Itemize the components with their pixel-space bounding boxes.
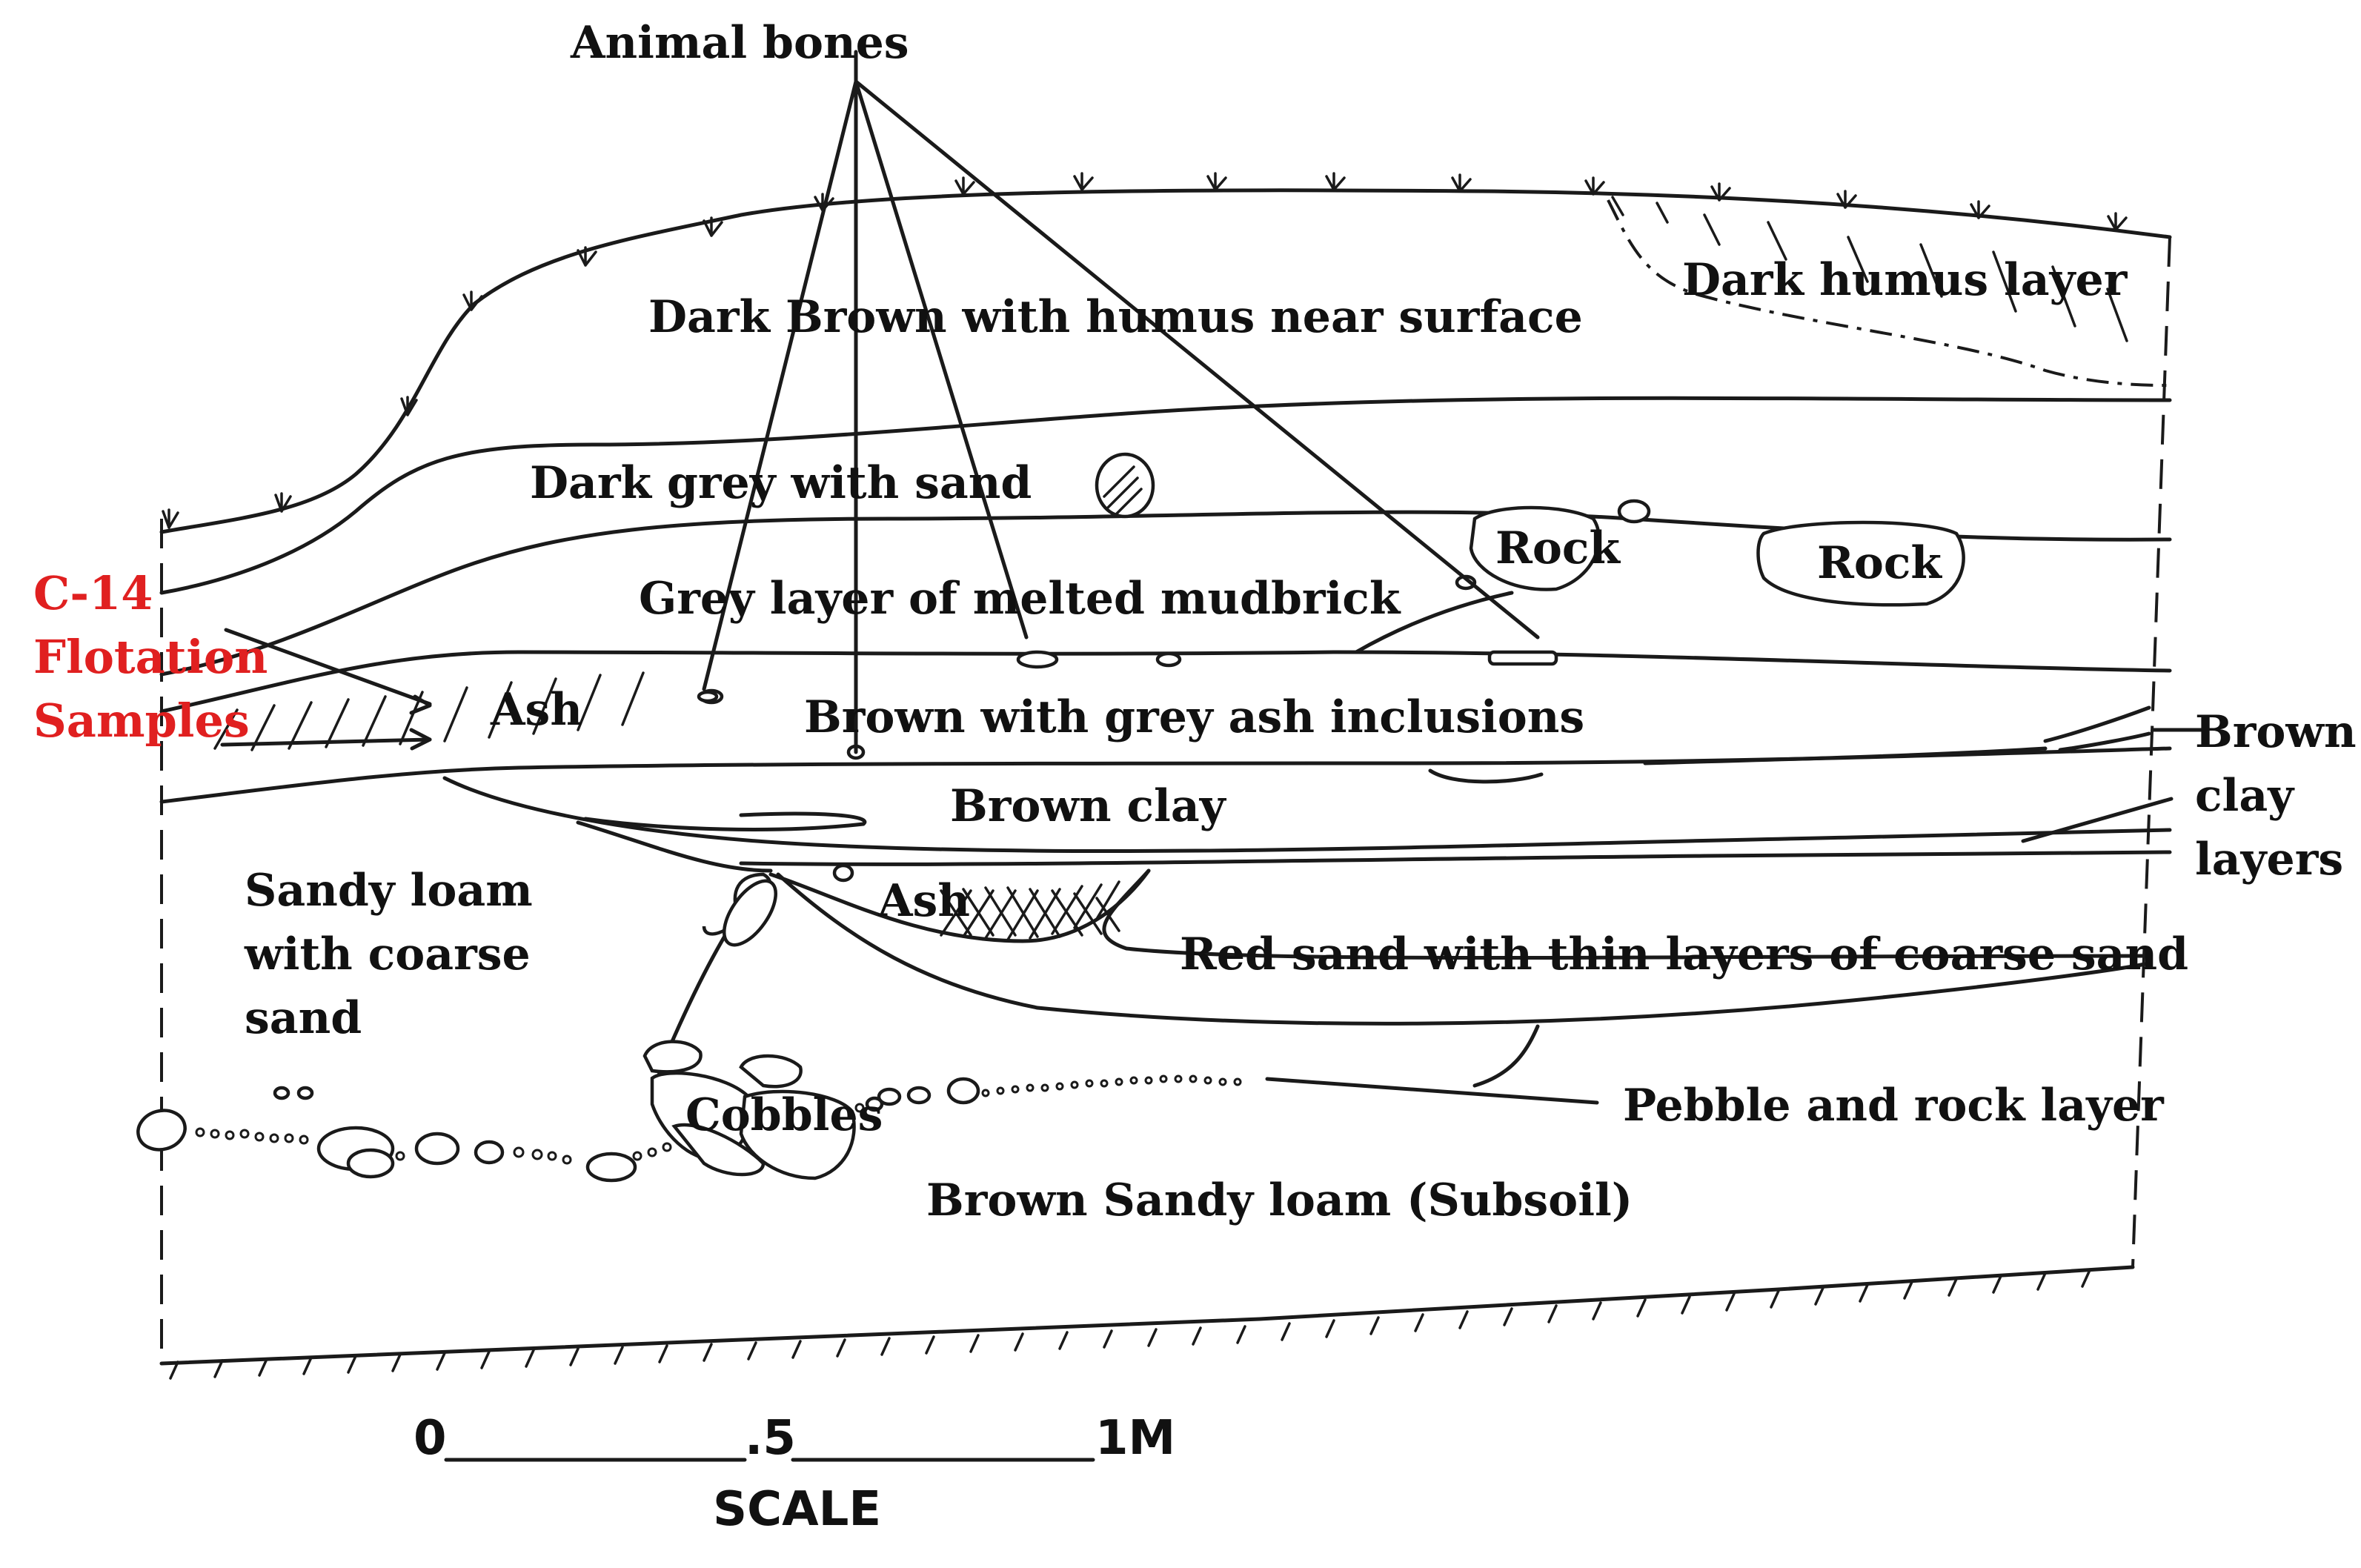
ash-crosshatch [768,868,1151,943]
scale-zero: 0 [414,1411,447,1466]
scale-bar: 0 .5 1M SCALE [414,1411,1175,1537]
rock-label-1: Rock [1495,522,1621,574]
dark-humus-layer-label: Dark humus layer [1682,254,2128,306]
ash-label-1: Ash [490,684,582,736]
dark-humus-region [1607,196,2171,387]
sandy-loam-label-3: sand [245,992,362,1044]
c14-label-line3: Samples [33,694,250,748]
animal-bones-leaders [697,50,1540,754]
section-frame [159,236,2171,1380]
labels: Animal bones Dark Brown with humus near … [244,17,2357,1226]
brown-clay-layer-label: Brown clay [950,780,1227,832]
ash-label-2: Ash [877,875,970,927]
pebble-rock-layer-label: Pebble and rock layer [1623,1080,2165,1132]
stones [699,452,1965,947]
dark-brown-layer-label: Dark Brown with humus near surface [648,291,1583,343]
cobbles-label: Cobbles [685,1089,883,1141]
c14-label-line1: C-14 [33,566,153,620]
cobbles-cluster [642,1040,856,1180]
animal-bones-label: Animal bones [570,17,909,69]
hatched-stone [1095,452,1155,519]
c14-label-line2: Flotation [33,630,268,684]
brown-grey-ash-layer-label: Brown with grey ash inclusions [804,691,1584,743]
rock-outline-2 [1756,520,1965,607]
dark-grey-layer-label: Dark grey with sand [530,457,1032,509]
ash-wedge [213,671,645,751]
brown-clay-layers-label-2: clay [2195,770,2295,822]
scale-one: 1M [1095,1411,1175,1466]
grey-mudbrick-layer-label: Grey layer of melted mudbrick [639,573,1401,625]
scale-caption: SCALE [713,1482,881,1537]
c14-samples-label: C-14 Flotation Samples [33,566,268,748]
red-sand-layer-label: Red sand with thin layers of coarse sand [1180,928,2188,980]
sandy-loam-label-1: Sandy loam [245,865,533,917]
rock-label-2: Rock [1817,537,1942,589]
layer-boundaries [159,396,2172,1114]
ground-surface [159,172,2172,534]
sandy-loam-label-2: with coarse [244,928,531,980]
subsoil-layer-label: Brown Sandy loam (Subsoil) [926,1175,1633,1226]
brown-clay-layers-label-1: Brown [2195,706,2357,758]
rock-outline-1 [1469,505,1601,591]
pebble-layer [136,1074,1242,1183]
brown-clay-layers-label-3: layers [2195,834,2343,886]
label-leaders [220,628,2203,1105]
scale-half: .5 [745,1411,796,1466]
